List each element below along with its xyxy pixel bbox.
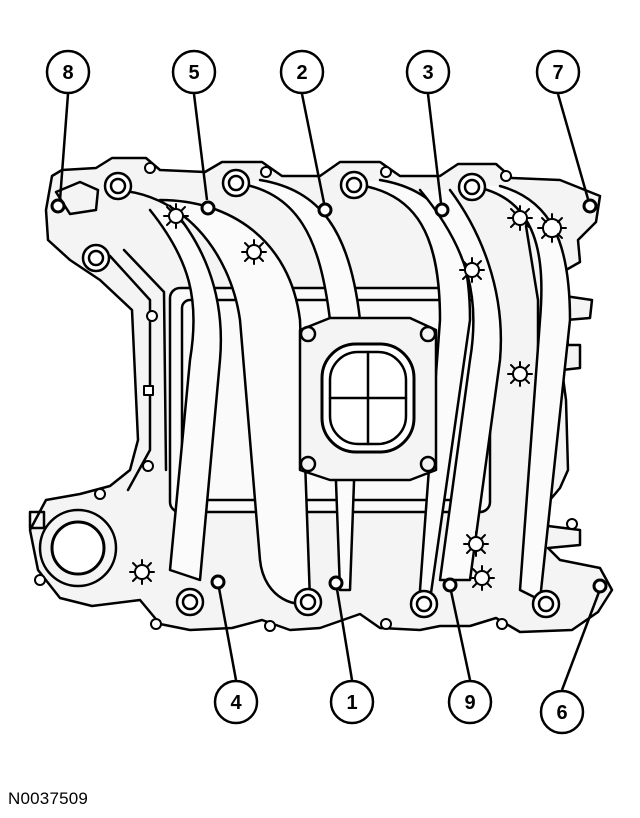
side-rail-left	[108, 254, 152, 492]
rear-flange	[54, 180, 100, 216]
callout-2-label: 2	[296, 62, 307, 84]
side-rail-left-inner	[122, 248, 168, 472]
callout-7-circle	[535, 49, 581, 95]
flange-bolt-3	[299, 455, 317, 473]
leader-7	[556, 93, 590, 200]
leader-2	[300, 93, 326, 204]
misc-bosses	[34, 162, 578, 632]
bolt-hole-4	[210, 574, 226, 590]
callout-6-circle	[539, 689, 585, 735]
callout-5-label: 5	[188, 62, 199, 84]
bolt-hole-6	[592, 578, 608, 594]
leader-4	[217, 587, 238, 681]
callout-6-label: 6	[556, 702, 567, 724]
flange-bolt-1	[299, 325, 317, 343]
egr-port-boss	[38, 508, 118, 588]
bolt-hole-2	[317, 202, 333, 218]
flange-bolt-4	[419, 455, 437, 473]
leader-3	[426, 93, 443, 204]
bolt-hole-7	[582, 198, 598, 214]
egr-tab	[28, 510, 46, 530]
injector-cups-top	[81, 168, 487, 273]
flange-bolt-2	[419, 325, 437, 343]
callout-3-label: 3	[422, 62, 433, 84]
leader-5	[192, 93, 209, 201]
leader-8	[58, 93, 70, 201]
bolt-hole-9	[442, 577, 458, 593]
vacuum-fittings	[129, 203, 567, 591]
callout-9-label: 9	[464, 692, 475, 714]
leader-1	[335, 588, 354, 681]
callout-9-circle	[447, 679, 493, 725]
bolt-hole-3	[434, 202, 450, 218]
runner-5	[148, 204, 223, 582]
leader-6	[560, 591, 601, 691]
runner-1	[108, 188, 312, 605]
callout-2-circle	[279, 49, 325, 95]
callout-8-label: 8	[62, 62, 73, 84]
bolt-hole-1	[328, 575, 344, 591]
callout-4-label: 4	[230, 692, 242, 714]
runner-2	[228, 178, 362, 592]
callout-1-circle	[329, 679, 375, 725]
leader-9	[449, 590, 472, 681]
bolt-hole-5	[200, 200, 216, 216]
callout-5-circle	[171, 49, 217, 95]
egr-port	[50, 520, 106, 576]
callout-7-label: 7	[552, 62, 563, 84]
callout-3-circle	[405, 49, 451, 95]
bolt-hole-8	[50, 198, 66, 214]
figure-reference-code: N0037509	[8, 789, 89, 808]
injector-cups-bottom	[175, 587, 561, 619]
callout-4-circle	[213, 679, 259, 725]
callout-8-circle	[45, 49, 91, 95]
callout-1-label: 1	[346, 692, 357, 714]
